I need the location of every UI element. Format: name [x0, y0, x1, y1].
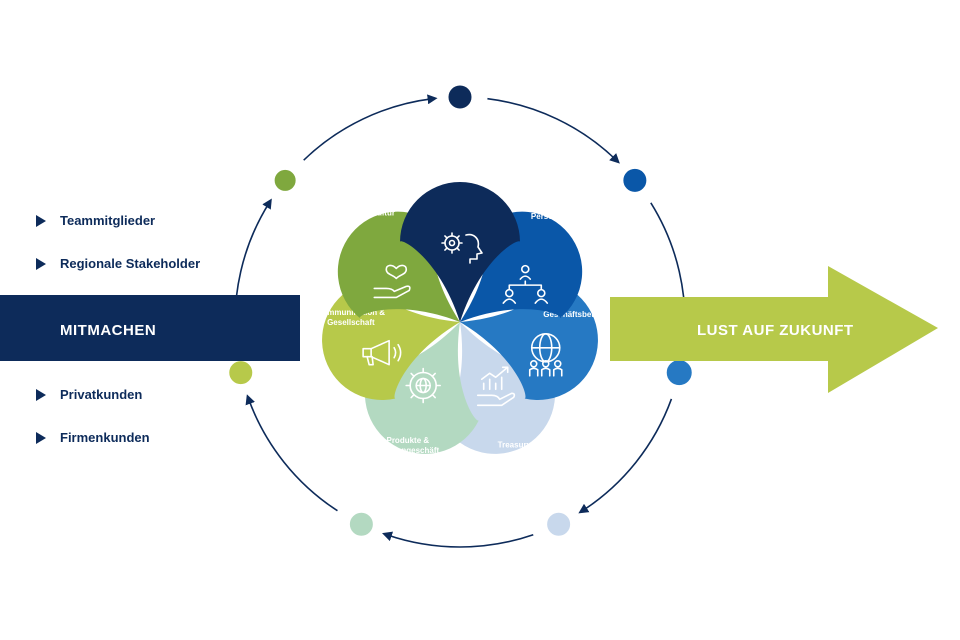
triangle-bullet-icon — [36, 388, 46, 401]
orbit-arc-arrow — [487, 97, 620, 164]
list-item: Regionale Stakeholder — [36, 242, 200, 285]
globe-people-icon — [528, 332, 563, 377]
petal-shape — [364, 322, 479, 454]
head-gear-icon — [441, 232, 483, 264]
orbit-dot — [663, 357, 695, 389]
list-item: Firmenkunden — [36, 416, 150, 459]
petal-label: Ethik & Kultur — [342, 209, 395, 218]
orbit-arc-arrow — [303, 94, 438, 161]
stakeholder-list-bottom: Privatkunden Firmenkunden — [36, 373, 150, 459]
triangle-bullet-icon — [36, 431, 46, 444]
petal-label-line: Ethik & Kultur — [342, 209, 395, 218]
org-chart-icon — [502, 264, 549, 304]
petal-label: Personal — [531, 212, 565, 221]
petal-label-line: Kundengeschäft — [376, 446, 439, 455]
triangle-bullet-icon — [36, 214, 46, 227]
flower: Treasury Produkte &Kundengeschäft Geschäft… — [317, 162, 609, 455]
orbit-arc-arrow — [578, 398, 673, 514]
orbit-dot — [271, 166, 299, 194]
petal-label: Produkte &Kundengeschäft — [376, 436, 439, 455]
list-item: Teammitglieder — [36, 199, 200, 242]
petal-label-line: Treasury — [498, 440, 532, 449]
petal-label-line: Geschäftsbetrieb — [543, 310, 608, 319]
petal-label-line: Risikomanagement — [423, 172, 497, 181]
triangle-bullet-icon — [36, 257, 46, 270]
list-item: Privatkunden — [36, 373, 150, 416]
stakeholder-label: Teammitglieder — [60, 213, 156, 228]
stakeholder-label: Regionale Stakeholder — [60, 256, 201, 271]
heart-hand-icon — [373, 264, 411, 299]
petal-label-line: Produkte & — [386, 436, 429, 445]
orbit-dot — [620, 165, 650, 195]
stakeholder-label: Privatkunden — [60, 387, 143, 402]
mitmachen-label: MITMACHEN — [60, 322, 156, 339]
orbit-dot — [346, 509, 376, 539]
lust-auf-zukunft-arrow — [610, 266, 938, 393]
mitmachen-band — [0, 295, 300, 361]
stakeholder-list-top: Teammitglieder Regionale Stakeholder — [36, 199, 200, 285]
lust-auf-zukunft-label: LUST AUF ZUKUNFT — [697, 322, 854, 339]
petal-segment — [400, 182, 520, 322]
petal-label: Treasury — [498, 440, 532, 449]
petal-label-line: Gesellschaft — [327, 318, 375, 327]
orbit-dot — [544, 509, 574, 539]
orbit-arc-arrow — [245, 394, 338, 512]
megaphone-icon — [362, 339, 402, 366]
petal-label-line: Personal — [531, 212, 565, 221]
stakeholder-label: Firmenkunden — [60, 430, 150, 445]
globe-gear-icon — [405, 367, 441, 404]
petal-label-line: Strategie & — [439, 162, 481, 171]
orbit-arc-arrow — [382, 531, 534, 548]
orbit-dot — [226, 358, 256, 388]
orbit-dot — [445, 82, 475, 112]
petal-label: Geschäftsbetrieb — [543, 310, 608, 319]
petal-shape — [400, 182, 520, 322]
petal-label: Strategie &Risikomanagement — [423, 162, 497, 181]
petal-segment — [364, 322, 479, 454]
petal-label: Kommunikation &Gesellschaft — [317, 308, 386, 327]
growth-chart-hand-icon — [476, 366, 516, 407]
petal-label-line: Kommunikation & — [317, 308, 386, 317]
